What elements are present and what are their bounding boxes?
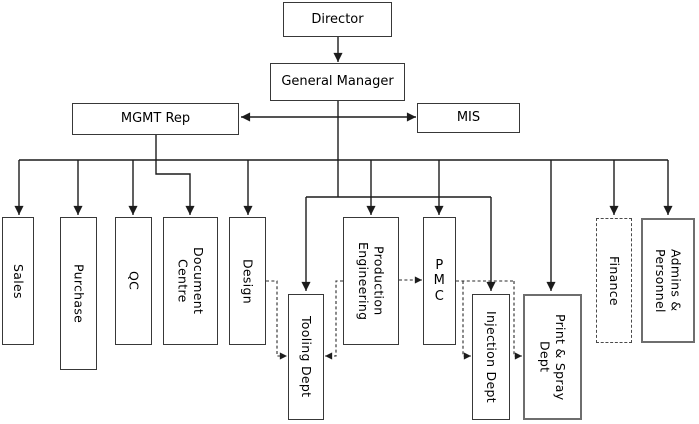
edge-pmc-printspray bbox=[513, 281, 522, 360]
node-pmc: P M C bbox=[423, 217, 456, 345]
node-mgmt-rep-label: MGMT Rep bbox=[120, 111, 191, 127]
node-pmc-label: P M C bbox=[433, 257, 446, 304]
node-director: Director bbox=[283, 2, 392, 37]
node-print-spray-dept-label: Print & Spray Dept bbox=[537, 313, 569, 401]
edge-design-tooling bbox=[266, 280, 287, 360]
node-sales-label: Sales bbox=[10, 263, 26, 299]
node-print-spray-dept: Print & Spray Dept bbox=[523, 294, 582, 420]
node-sales: Sales bbox=[2, 217, 34, 345]
edge-prodeng-tooling bbox=[325, 280, 343, 360]
node-mis-label: MIS bbox=[456, 110, 481, 126]
node-general-manager-label: General Manager bbox=[281, 74, 394, 90]
node-qc: QC bbox=[115, 217, 152, 345]
node-document-centre-label: Document Centre bbox=[175, 247, 207, 315]
node-finance: Finance bbox=[596, 218, 632, 343]
node-design: Design bbox=[229, 217, 266, 345]
node-injection-dept-label: Injection Dept bbox=[483, 311, 499, 403]
node-qc-label: QC bbox=[126, 271, 142, 291]
node-purchase-label: Purchase bbox=[71, 263, 87, 324]
node-purchase: Purchase bbox=[60, 217, 97, 370]
node-admins-personnel-label: Admins & Personnel bbox=[653, 248, 684, 313]
node-director-label: Director bbox=[311, 11, 364, 27]
node-production-engineering-label: Production Engineering bbox=[356, 241, 387, 321]
edge-mgmtrep-doccentre bbox=[155, 135, 195, 215]
edge-pmc-injection bbox=[462, 281, 471, 360]
node-document-centre: Document Centre bbox=[163, 217, 218, 345]
node-injection-dept: Injection Dept bbox=[472, 294, 510, 420]
node-design-label: Design bbox=[240, 258, 256, 304]
node-tooling-dept-label: Tooling Dept bbox=[298, 316, 314, 398]
node-production-engineering: Production Engineering bbox=[343, 217, 399, 345]
node-admins-personnel: Admins & Personnel bbox=[641, 218, 695, 343]
node-tooling-dept: Tooling Dept bbox=[288, 294, 324, 420]
node-general-manager: General Manager bbox=[270, 63, 405, 101]
node-finance-label: Finance bbox=[606, 255, 622, 306]
node-mgmt-rep: MGMT Rep bbox=[72, 103, 239, 135]
node-mis: MIS bbox=[417, 103, 520, 133]
